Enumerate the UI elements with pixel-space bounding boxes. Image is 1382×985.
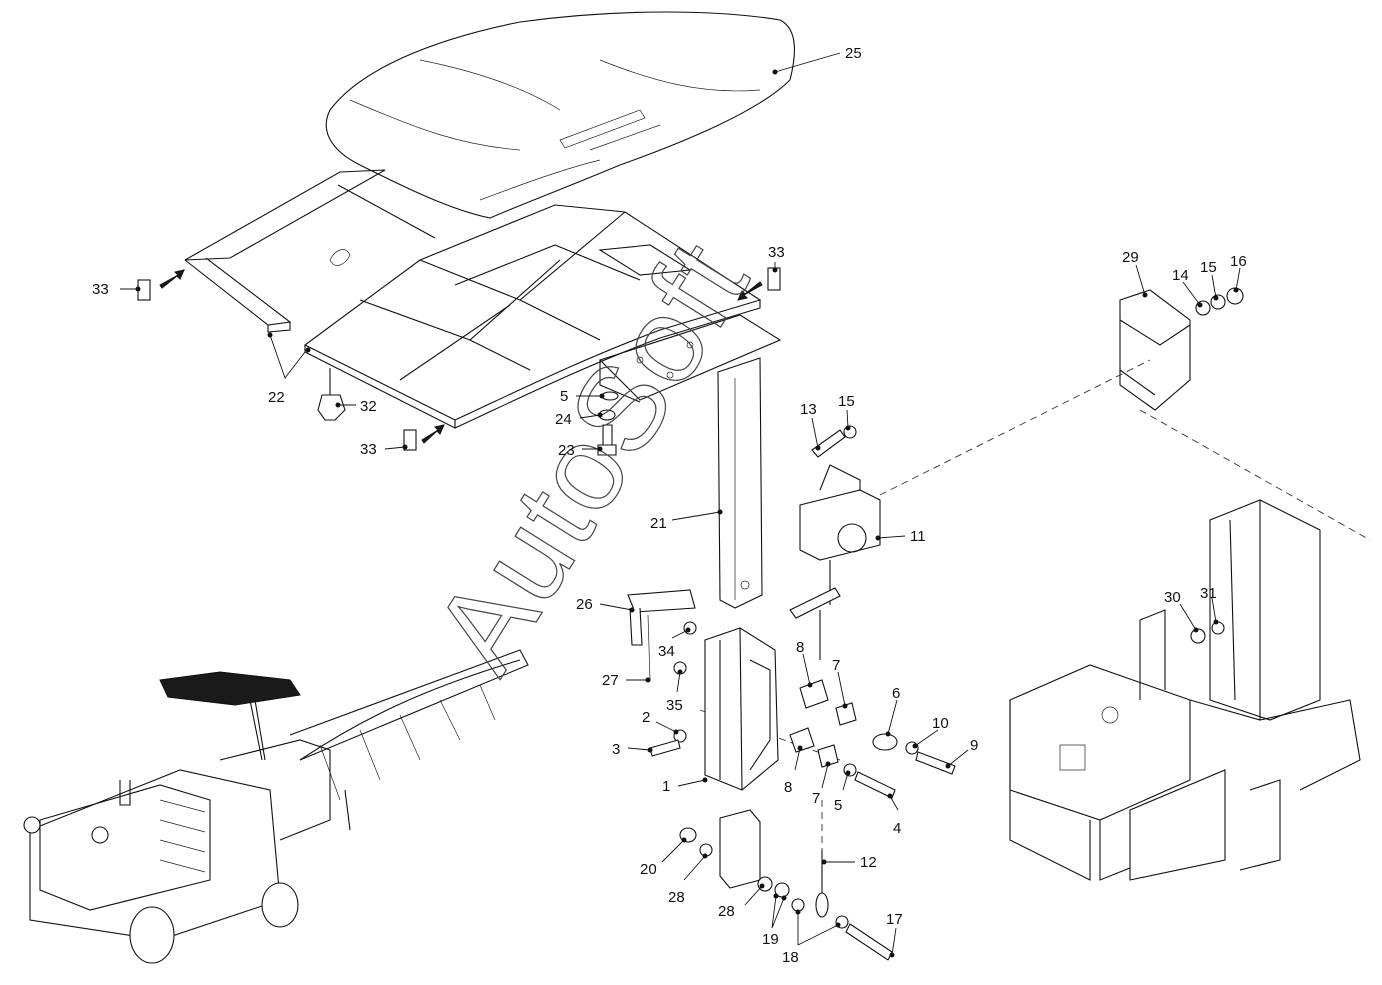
lock-pin <box>627 589 697 681</box>
cable-assembly <box>791 800 893 961</box>
callout-12: 12 <box>860 854 877 871</box>
machine-overview <box>23 649 529 964</box>
callout-9: 9 <box>970 737 978 754</box>
callout-29: 29 <box>1122 249 1139 266</box>
callout-28: 28 <box>668 889 685 906</box>
canopy-post <box>717 357 763 609</box>
lower-bracket <box>704 627 779 791</box>
callout-30: 30 <box>1164 589 1181 606</box>
callout-6: 6 <box>892 685 900 702</box>
canopy-frame <box>184 169 782 429</box>
callout-32: 32 <box>360 398 377 415</box>
callout-10: 10 <box>932 715 949 732</box>
callout-5: 5 <box>834 797 842 814</box>
callout-35: 35 <box>666 697 683 714</box>
callout-23: 23 <box>558 442 575 459</box>
callout-33: 33 <box>360 441 377 458</box>
callout-18: 18 <box>782 949 799 966</box>
stop-block <box>679 809 790 898</box>
callout-13: 13 <box>800 401 817 418</box>
callout-27: 27 <box>602 672 619 689</box>
callout-8: 8 <box>796 639 804 656</box>
callout-3: 3 <box>612 741 620 758</box>
callout-21: 21 <box>650 515 667 532</box>
arrow-icon <box>159 269 763 444</box>
callout-2: 2 <box>642 709 650 726</box>
connector-line <box>1139 409 1371 541</box>
callout-7: 7 <box>812 790 820 807</box>
callout-33: 33 <box>768 244 785 261</box>
callout-14: 14 <box>1172 267 1189 284</box>
winch <box>789 464 881 660</box>
callout-15: 15 <box>838 393 855 410</box>
callout-19: 19 <box>762 931 779 948</box>
machine-frame <box>1009 499 1361 881</box>
mount-bracket <box>1119 289 1191 411</box>
callout-1: 1 <box>662 778 670 795</box>
bolt-part <box>811 429 846 458</box>
callout-4: 4 <box>893 820 901 837</box>
callout-33: 33 <box>92 281 109 298</box>
callout-15: 15 <box>1200 259 1217 276</box>
bushings <box>649 679 956 799</box>
callout-17: 17 <box>886 911 903 928</box>
callout-25: 25 <box>845 45 862 62</box>
callout-7: 7 <box>832 657 840 674</box>
callout-5: 5 <box>560 388 568 405</box>
callout-8: 8 <box>784 779 792 796</box>
washer-part <box>1211 621 1225 635</box>
callout-11: 11 <box>910 528 926 545</box>
callout-20: 20 <box>640 861 657 878</box>
canopy-cover <box>325 11 796 219</box>
callout-31: 31 <box>1200 585 1217 602</box>
callout-22: 22 <box>268 389 285 406</box>
callout-24: 24 <box>555 411 572 428</box>
callout-28: 28 <box>718 903 735 920</box>
connector-line <box>879 359 1151 496</box>
callout-16: 16 <box>1230 253 1247 270</box>
wing-bolt <box>317 368 346 421</box>
callout-26: 26 <box>576 596 593 613</box>
callouts: 25 33 33 33 33 22 32 5 24 23 21 13 15 11… <box>92 45 1247 966</box>
callout-34: 34 <box>658 643 675 660</box>
clip-part <box>403 429 417 451</box>
